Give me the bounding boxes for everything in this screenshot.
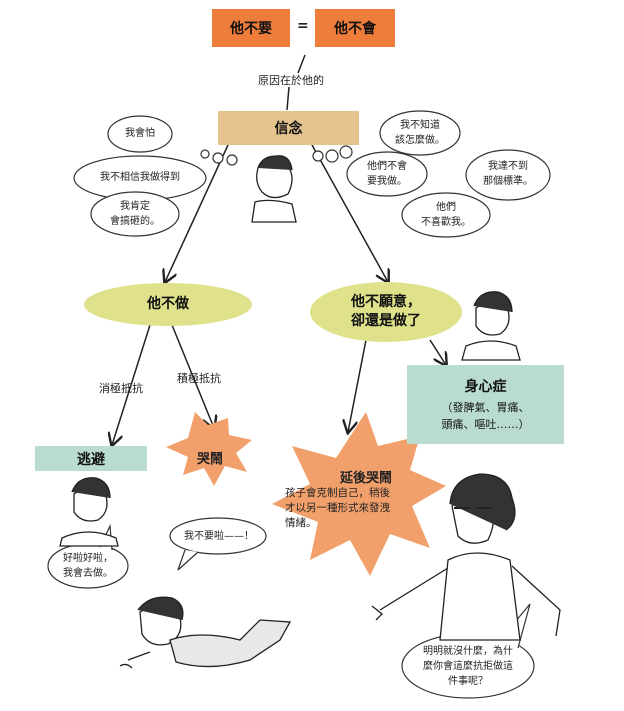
cloud-dont-know-how: 我不知道 該怎麼做。 [395, 120, 445, 146]
he-doesnt-want-box: 他不要 [212, 9, 290, 47]
he-doesnt-do-label: 他不做 [147, 296, 189, 313]
speech-i-dont-want: 我不要啦——！ [184, 531, 254, 542]
delayed-burst-shape [272, 412, 446, 576]
speech-adult-question: 明明就沒什麼，為什 麼你會這麼抗拒做這 件事呢？ [423, 646, 513, 687]
figure-shrug [461, 291, 521, 361]
he-cannot-box: 他不會 [315, 9, 395, 47]
delayed-cry-detail: 孩子會克制自己，稍後 才以另一種形式來發洩 情緒。 [285, 487, 390, 530]
speech-ok-ill-do-it: 好啦好啦， 我會去做。 [63, 553, 113, 579]
figure-thinking [251, 155, 297, 223]
cloud-they-wont-want: 他們不會 要我做。 [367, 161, 407, 187]
cry-burst-shape [166, 412, 252, 486]
psychosomatic-box: 身心症 （發脾氣、胃痛、 頭痛、嘔吐……） [407, 365, 564, 444]
reason-label: 原因在於他的 [258, 74, 324, 87]
he-doesnt-want-label: 他不要 [230, 21, 272, 37]
belief-box: 信念 [218, 111, 359, 145]
avoid-box: 逃避 [35, 446, 147, 471]
cloud-cant-reach-standard: 我達不到 那個標準。 [483, 161, 533, 187]
unwilling-line1: 他不願意， [351, 294, 421, 311]
cloud-they-dont-like-me: 他們 不喜歡我。 [421, 202, 471, 228]
equals-sign: = [297, 18, 309, 34]
belief-label: 信念 [274, 121, 303, 137]
he-doesnt-do-ellipse: 他不做 [84, 283, 252, 326]
psychosomatic-detail: （發脾氣、胃痛、 頭痛、嘔吐……） [441, 401, 530, 431]
cloud-will-mess-up: 我肯定 會搞砸的。 [110, 201, 160, 227]
cloud-scared: 我會怕 [125, 128, 155, 139]
cry-label: 哭鬧 [196, 452, 223, 467]
cloud-dont-believe: 我不相信我做得到 [100, 172, 180, 183]
avoid-label: 逃避 [77, 451, 105, 468]
psychosomatic-title: 身心症 [464, 379, 507, 395]
figure-adult [371, 473, 561, 641]
thought-clouds-right [312, 110, 551, 238]
passive-resistance-label: 消極抵抗 [99, 382, 143, 395]
unwilling-but-does-ellipse: 他不願意， 卻還是做了 [310, 282, 462, 342]
unwilling-line2: 卻還是做了 [351, 313, 421, 329]
active-resistance-label: 積極抵抗 [177, 372, 221, 385]
he-cannot-label: 他不會 [334, 21, 376, 37]
figure-avoid [59, 477, 119, 547]
thought-clouds-left [73, 115, 238, 237]
figure-tantrum [119, 596, 292, 669]
delayed-cry-title: 延後哭鬧 [339, 471, 392, 486]
